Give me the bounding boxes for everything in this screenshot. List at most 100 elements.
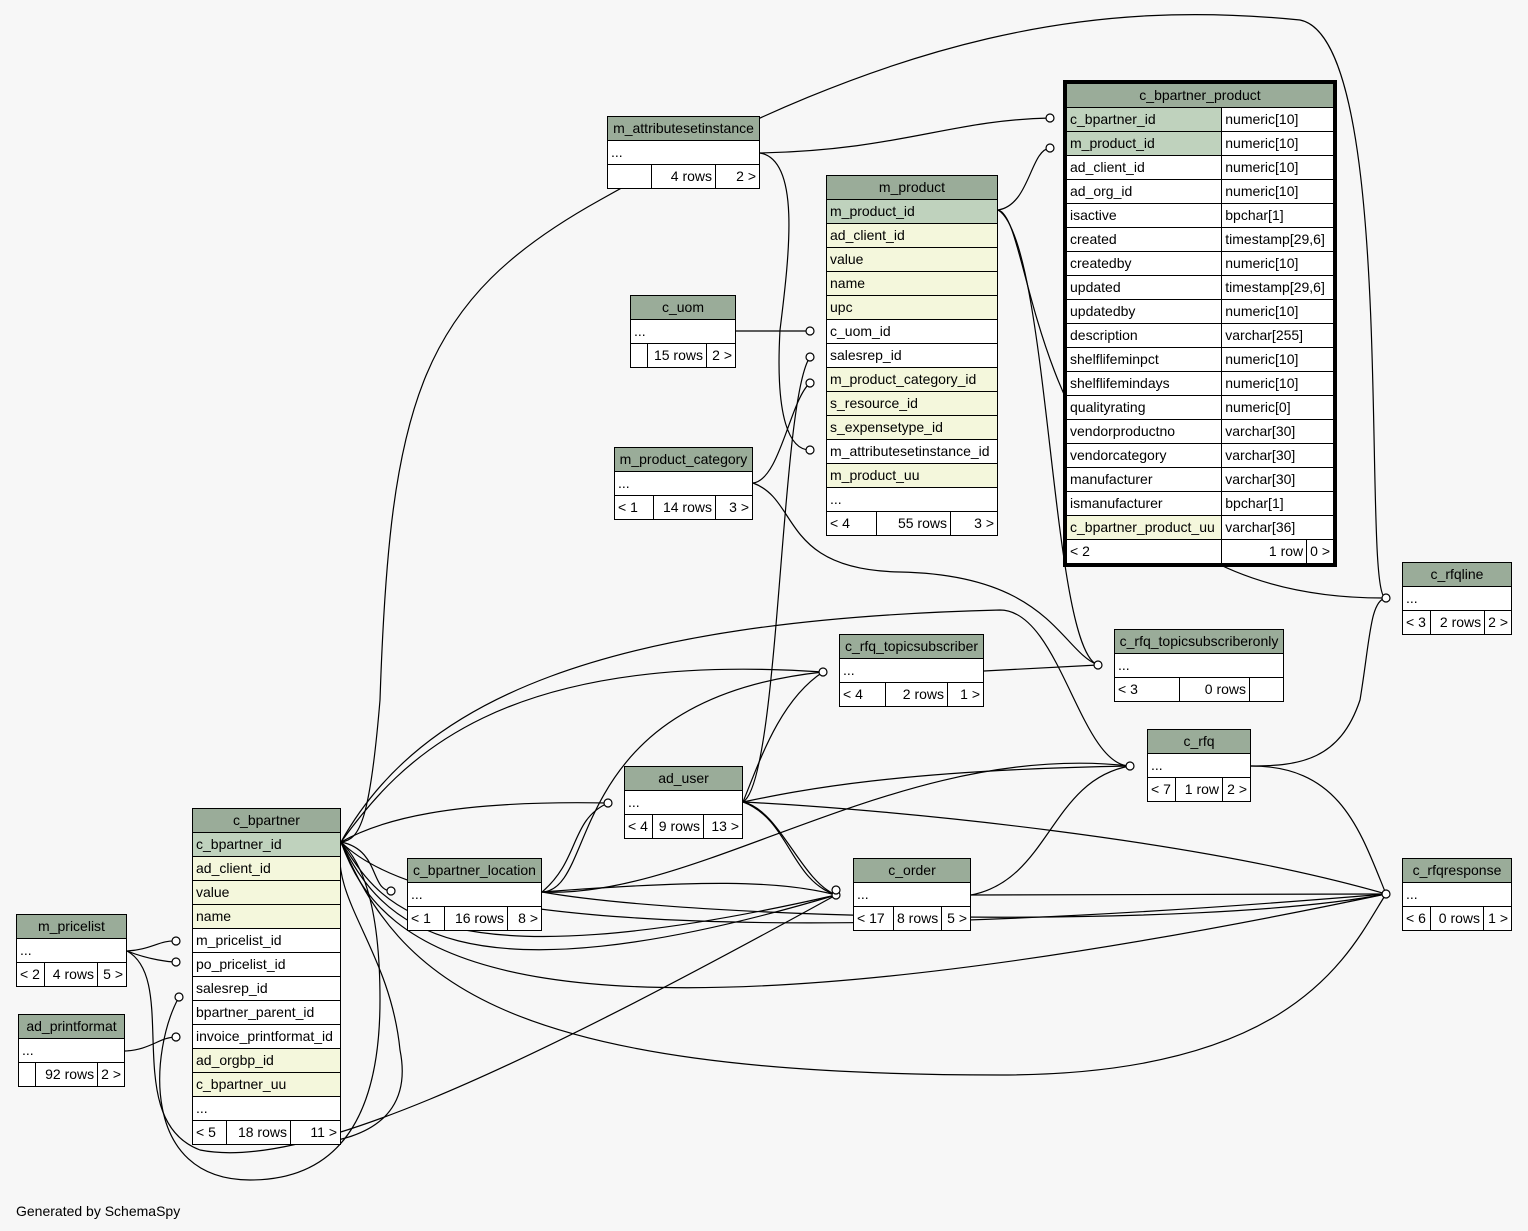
column-name: c_bpartner_id xyxy=(192,832,341,857)
table-parents-count[interactable]: < 3 xyxy=(1114,677,1180,702)
table-children-count[interactable]: 2 > xyxy=(1222,777,1251,802)
table-row-count: 2 rows xyxy=(1429,610,1486,635)
table-parents-count[interactable]: < 1 xyxy=(407,906,445,931)
table-children-count[interactable] xyxy=(1249,677,1284,702)
column-name: ... xyxy=(826,487,998,512)
table-row-count: 8 rows xyxy=(892,906,943,931)
table-parents-count[interactable] xyxy=(630,343,648,368)
table-row: po_pricelist_id xyxy=(192,952,341,977)
table-children-count[interactable]: 0 > xyxy=(1306,539,1334,564)
table-header: m_product_category xyxy=(614,447,753,472)
column-name: vendorcategory xyxy=(1065,443,1223,468)
table-children-count[interactable]: 3 > xyxy=(950,511,998,536)
more-columns-ellipsis: ... xyxy=(18,1038,125,1063)
column-name: bpartner_parent_id xyxy=(192,1000,341,1025)
table-parents-count[interactable]: < 4 xyxy=(826,511,877,536)
column-name: updated xyxy=(1065,275,1223,300)
more-columns-ellipsis: ... xyxy=(614,471,753,496)
table-header: c_bpartner xyxy=(192,808,341,833)
table-children-count[interactable]: 2 > xyxy=(97,1062,125,1087)
column-name: s_expensetype_id xyxy=(826,415,998,440)
table-parents-count[interactable]: < 7 xyxy=(1147,777,1176,802)
column-name: shelflifemindays xyxy=(1065,371,1223,396)
table-parents-count[interactable]: < 2 xyxy=(1065,539,1223,564)
table-row-count: 16 rows xyxy=(444,906,508,931)
table-row: name xyxy=(826,271,998,296)
column-type: numeric[10] xyxy=(1221,131,1334,156)
table-parents-count[interactable]: < 4 xyxy=(839,682,886,707)
column-name: ad_org_id xyxy=(1065,179,1223,204)
table-children-count[interactable]: 1 > xyxy=(947,682,984,707)
table-parents-count[interactable]: < 6 xyxy=(1402,906,1431,931)
table-row-count: 0 rows xyxy=(1430,906,1484,931)
column-name: salesrep_id xyxy=(192,976,341,1001)
table-children-count[interactable]: 2 > xyxy=(715,164,760,189)
column-type: varchar[255] xyxy=(1221,323,1334,348)
table-children-count[interactable]: 5 > xyxy=(941,906,971,931)
column-name: m_attributesetinstance_id xyxy=(826,439,998,464)
column-name: m_product_id xyxy=(1065,131,1223,156)
column-name: updatedby xyxy=(1065,299,1223,324)
table-parents-count[interactable] xyxy=(607,164,652,189)
table-row: upc xyxy=(826,295,998,320)
table-children-count[interactable]: 11 > xyxy=(290,1120,341,1145)
table-row-count: 9 rows xyxy=(652,814,704,839)
table-parents-count[interactable]: < 5 xyxy=(192,1120,227,1145)
table-row: bpartner_parent_id xyxy=(192,1000,341,1025)
more-columns-ellipsis: ... xyxy=(624,790,743,815)
more-columns-ellipsis: ... xyxy=(607,140,760,165)
table-children-count[interactable]: 1 > xyxy=(1483,906,1512,931)
table-children-count[interactable]: 5 > xyxy=(97,962,127,987)
table-parents-count[interactable]: < 17 xyxy=(853,906,894,931)
column-name: m_product_id xyxy=(826,199,998,224)
table-row: m_product_id xyxy=(826,199,998,224)
table-header: m_product xyxy=(826,175,998,200)
table-parents-count[interactable] xyxy=(17,1062,37,1087)
table-header: ad_user xyxy=(624,766,743,791)
column-type: bpchar[1] xyxy=(1221,491,1334,516)
table-row: ad_orgbp_id xyxy=(192,1048,341,1073)
table-row: s_expensetype_id xyxy=(826,415,998,440)
table-parents-count[interactable]: < 2 xyxy=(16,962,45,987)
table-row: c_uom_id xyxy=(826,319,998,344)
table-children-count[interactable]: 2 > xyxy=(706,343,736,368)
table-children-count[interactable]: 13 > xyxy=(703,814,743,839)
table-parents-count[interactable]: < 1 xyxy=(614,495,654,520)
more-columns-ellipsis: ... xyxy=(1402,586,1512,611)
table-row: m_pricelist_id xyxy=(192,928,341,953)
column-type: numeric[10] xyxy=(1221,155,1334,180)
table-parents-count[interactable]: < 3 xyxy=(1402,610,1431,635)
column-name: name xyxy=(826,271,998,296)
table-header: ad_printformat xyxy=(18,1014,125,1039)
column-name: ad_client_id xyxy=(826,223,998,248)
table-children-count[interactable]: 3 > xyxy=(715,495,753,520)
table-header: c_rfq_topicsubscriber xyxy=(839,634,984,659)
table-children-count[interactable]: 2 > xyxy=(1484,610,1512,635)
table-children-count[interactable]: 8 > xyxy=(507,906,542,931)
table-parents-count[interactable]: < 4 xyxy=(624,814,653,839)
table-row-count: 15 rows xyxy=(647,343,707,368)
